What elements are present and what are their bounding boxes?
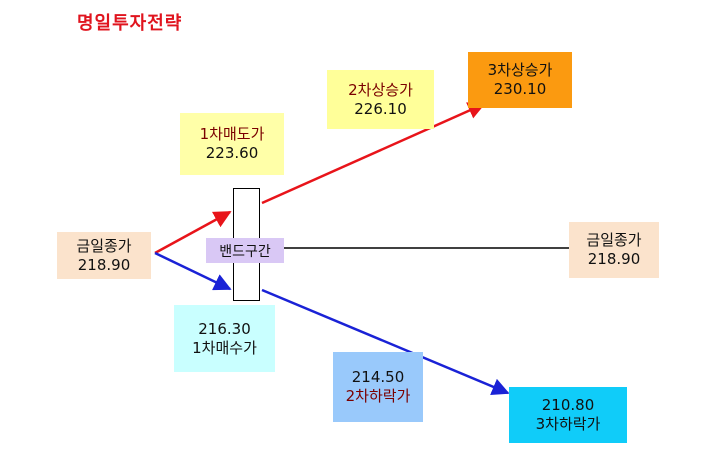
close-right-value: 218.90 [587, 250, 641, 268]
down3-value: 210.80 [541, 396, 595, 414]
down-line-to-target [261, 288, 510, 395]
up3-value: 230.10 [493, 80, 547, 98]
close-price-right-box: 금일종가 218.90 [569, 222, 659, 278]
down2-box: 214.50 2차하락가 [333, 352, 423, 422]
up-line-to-band [154, 210, 232, 255]
down2-label: 2차하락가 [345, 387, 411, 405]
sell1-box: 1차매도가 223.60 [180, 113, 284, 175]
sell1-label: 1차매도가 [199, 125, 265, 143]
close-left-value: 218.90 [77, 255, 131, 274]
up3-label: 3차상승가 [487, 61, 553, 79]
close-price-left-box: 금일종가 218.90 [57, 232, 151, 279]
close-right-label: 금일종가 [586, 231, 642, 249]
buy1-value: 216.30 [198, 319, 251, 338]
up2-box: 2차상승가 226.10 [327, 70, 434, 129]
down3-label: 3차하락가 [535, 415, 601, 433]
buy1-box: 216.30 1차매수가 [174, 305, 275, 372]
close-left-label: 금일종가 [76, 236, 132, 255]
band-range-label: 밴드구간 [206, 238, 284, 263]
up-line-to-target [261, 102, 486, 205]
up3-box: 3차상승가 230.10 [468, 52, 572, 108]
page-title: 명일투자전략 [77, 13, 183, 34]
up2-value: 226.10 [354, 99, 407, 118]
sell1-value: 223.60 [205, 144, 259, 162]
buy1-label: 1차매수가 [192, 338, 257, 357]
down2-value: 214.50 [351, 368, 405, 386]
up2-label: 2차상승가 [348, 80, 413, 99]
down-line-to-band [154, 251, 232, 291]
down3-box: 210.80 3차하락가 [509, 387, 627, 443]
